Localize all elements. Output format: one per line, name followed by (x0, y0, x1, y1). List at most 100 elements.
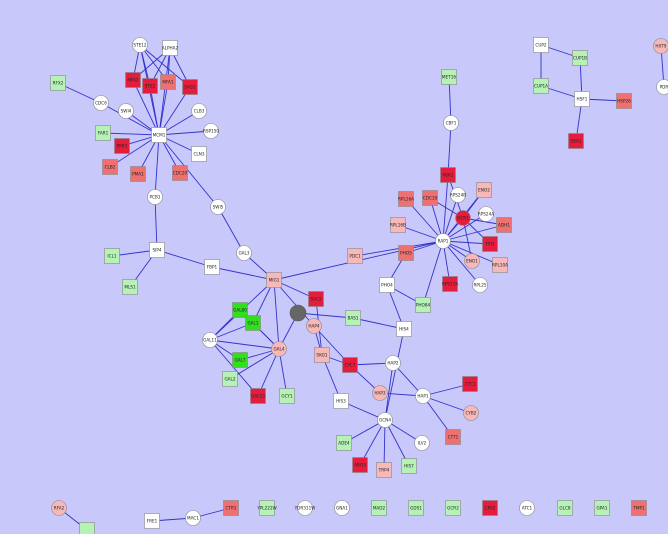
node-cdc19[interactable]: CDC19 (422, 190, 438, 206)
node-mfa1[interactable]: MFA1 (160, 74, 176, 90)
node-swi4[interactable]: SWI4 (118, 103, 134, 119)
node-rap1[interactable]: RAP1 (435, 233, 451, 249)
node-glc8[interactable]: GLC8 (557, 500, 573, 516)
node-ade4[interactable]: ADE4 (336, 435, 352, 451)
node-pdc1[interactable]: PDC1 (347, 248, 363, 264)
node-pho4[interactable]: PHO4 (379, 277, 395, 293)
node-gcr2[interactable]: GCR2 (445, 500, 461, 516)
node-gal7[interactable]: GAL7 (232, 352, 248, 368)
node-tmp1[interactable]: TMP1 (631, 500, 647, 516)
node-pma1[interactable]: PMA1 (130, 166, 146, 182)
node-adh1[interactable]: ADH1 (496, 217, 512, 233)
node-sag1[interactable]: SAG1 (182, 79, 198, 95)
node-rpl25[interactable]: RPL25 (472, 277, 488, 293)
node-hap1[interactable]: HAP1 (415, 388, 431, 404)
node-cbf1[interactable]: CBF1 (443, 115, 459, 131)
node-ste12[interactable]: STE12 (132, 37, 148, 53)
node-pcb1[interactable]: PCB1 (147, 189, 163, 205)
node-trp4[interactable]: TRP4 (376, 462, 392, 478)
node-ydr311w[interactable]: YDR311W (294, 500, 316, 516)
node-ssa1[interactable]: SSA1 (568, 133, 584, 149)
node-hap4[interactable]: HAP4 (306, 318, 322, 334)
node-hap3[interactable]: HAP3 (372, 385, 388, 401)
node-rps24b[interactable]: RPS24B (450, 187, 466, 203)
node-aro3[interactable]: ARO3 (352, 457, 368, 473)
node-his3[interactable]: HIS3 (333, 393, 349, 409)
node-mac1[interactable]: MAC1 (185, 510, 201, 526)
node-ilv2[interactable]: ILV2 (414, 435, 430, 451)
node-rps24a[interactable]: RPS24A (478, 206, 494, 222)
node-cln3[interactable]: CLN3 (191, 146, 207, 162)
node-met16[interactable]: MET16 (441, 69, 457, 85)
node-cyb2[interactable]: CYB2 (463, 405, 479, 421)
node-cyc7[interactable]: CYC7 (342, 357, 358, 373)
node-clb3[interactable]: CLB3 (191, 103, 207, 119)
node-mad2[interactable]: MAD2 (371, 500, 387, 516)
node-mls1[interactable]: MLS1 (122, 279, 138, 295)
node-sko1[interactable]: SKO1 (314, 347, 330, 363)
node-bas1[interactable]: BAS1 (345, 310, 361, 326)
node-gcn4[interactable]: GCN4 (377, 412, 393, 428)
node-cup1a[interactable]: CUP1A (533, 78, 549, 94)
node-prr1[interactable]: PRR1 (114, 138, 130, 154)
node-tpi1[interactable]: TPI1 (482, 236, 498, 252)
node-fre1[interactable]: FRE1 (144, 513, 160, 529)
node-his4[interactable]: HIS4 (396, 321, 412, 337)
node-cdc20[interactable]: CDC20 (172, 165, 188, 181)
node-sip4[interactable]: SIP4 (149, 242, 165, 258)
node-cpa2[interactable]: CPA2 (482, 500, 498, 516)
node-rsp150[interactable]: RSP150 (203, 123, 219, 139)
node-mig1[interactable]: MIG1 (266, 272, 282, 288)
node-rpl10a[interactable]: RPL10A (492, 257, 508, 273)
node-gal11[interactable]: GAL11 (202, 332, 218, 348)
node-atc1[interactable]: ATC1 (519, 500, 535, 516)
node-gna1[interactable]: GNA1 (334, 500, 350, 516)
node-cdc6[interactable]: CDC6 (93, 95, 109, 111)
node-pho84[interactable]: PHO84 (415, 297, 431, 313)
node-gal1[interactable]: GAL1 (245, 315, 261, 331)
edge-mcm1-mfa1 (158, 81, 169, 136)
node-fbp1[interactable]: FBP1 (204, 259, 220, 275)
node-cyc1[interactable]: CYC1 (462, 376, 478, 392)
node-eno1[interactable]: ENO1 (464, 253, 480, 269)
node-enb[interactable] (79, 522, 95, 534)
node-cup1b[interactable]: CUP1B (572, 50, 588, 66)
node-cup2[interactable]: CUP2 (533, 37, 549, 53)
node-pgk1[interactable]: PGK1 (440, 167, 456, 183)
node-rps17a[interactable]: RPS17A (442, 276, 458, 292)
node-gpa1[interactable]: GPA1 (594, 500, 610, 516)
node-clb2[interactable]: CLB2 (102, 159, 118, 175)
node-hsp26[interactable]: HSP26 (616, 93, 632, 109)
node-ctt1[interactable]: CTT1 (445, 429, 461, 445)
node-ste2[interactable]: STE2 (142, 78, 158, 94)
node-far1[interactable]: FAR1 (95, 125, 111, 141)
node-rfa2[interactable]: RFA2 (51, 500, 67, 516)
node-eno2[interactable]: ENO2 (476, 182, 492, 198)
node-his7[interactable]: HIS7 (401, 458, 417, 474)
node-mfa2[interactable]: MFA2 (125, 72, 141, 88)
node-gal10[interactable]: GAL10 (250, 388, 266, 404)
node-hsf1[interactable]: HSF1 (574, 91, 590, 107)
node-gds1[interactable]: GDS1 (408, 500, 424, 516)
node-hap2[interactable]: HAP2 (385, 355, 401, 371)
node-gcr1[interactable]: GCR1 (455, 210, 471, 226)
node-gal2[interactable]: GAL2 (222, 371, 238, 387)
node-rpl16a[interactable]: RPL16A (398, 191, 414, 207)
node-swi5[interactable]: SWI5 (210, 199, 226, 215)
node-gcy1[interactable]: GCY1 (279, 388, 295, 404)
node-suc2[interactable]: SUC2 (308, 291, 324, 307)
node-rfx2[interactable]: RFX2 (50, 75, 66, 91)
node-hxt9[interactable]: HXT9 (653, 38, 668, 54)
node-gal3[interactable]: GAL3 (236, 245, 252, 261)
node-rpl16b[interactable]: RPL16B (390, 217, 406, 233)
node-gal4[interactable]: GAL4 (271, 341, 287, 357)
node-ctr1[interactable]: CTR1 (223, 500, 239, 516)
node-icl1[interactable]: ICL1 (104, 248, 120, 264)
node-dot[interactable] (289, 304, 307, 322)
node-pdr[interactable]: PDR (656, 79, 668, 95)
node-gal80[interactable]: GAL80 (232, 302, 248, 318)
node-alpha2[interactable]: ALPHA2 (162, 40, 179, 56)
node-ypl222w[interactable]: YPL222W (256, 500, 277, 516)
node-mcm1[interactable]: MCM1 (151, 127, 167, 143)
node-pho5[interactable]: PHO5 (398, 245, 414, 261)
